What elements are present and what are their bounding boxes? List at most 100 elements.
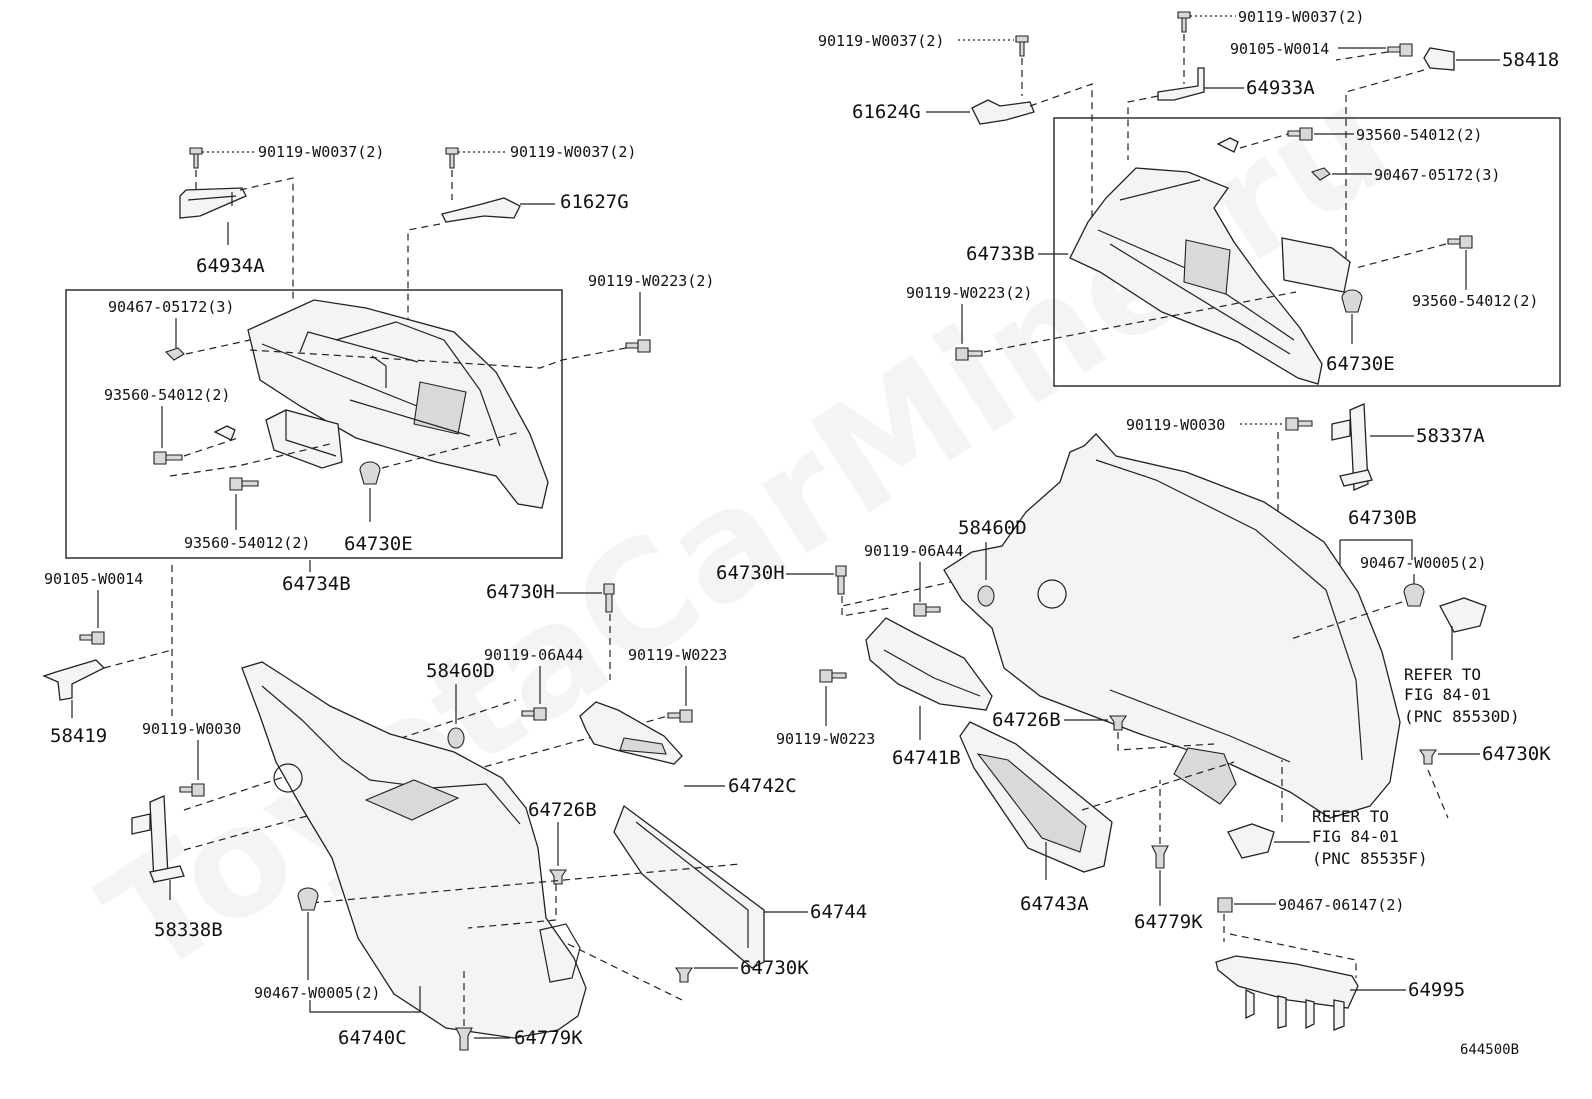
label-part-64740c: 64740C [338, 1027, 407, 1049]
grommet-icon [447, 727, 465, 749]
label-part-58337a: 58337A [1416, 425, 1485, 447]
trim-panel-64733b [1069, 167, 1351, 385]
label-assembly-64733b: 64733B [966, 243, 1035, 265]
label-bolt-w0014: 90105-W0014 [1230, 40, 1329, 58]
label-bolt-box-1-right: 93560-54012(2) [1356, 126, 1482, 144]
label-bolt-w0030-right: 90119-W0030 [1126, 416, 1225, 434]
label-part-64933a: 64933A [1246, 77, 1315, 99]
label-refer2-l2: FIG 84-01 [1312, 827, 1399, 846]
socket-85535f-icon [1227, 823, 1275, 859]
label-part-64995: 64995 [1408, 979, 1465, 1001]
socket-85530d-icon [1439, 597, 1487, 633]
clip-w0005-icon [297, 887, 319, 911]
trim-panel-64734b [247, 299, 549, 509]
label-clip-w0005-right: 90467-W0005(2) [1360, 554, 1486, 572]
label-bolt-outer-right: 90119-W0223(2) [906, 284, 1032, 302]
label-nut-box: 90467-05172(3) [108, 298, 234, 316]
label-clip-box: 64730E [344, 533, 413, 555]
label-part-58460d: 58460D [426, 660, 495, 682]
trim-panel-64740c [241, 661, 587, 1039]
label-nut-box-right: 90467-05172(3) [1374, 166, 1500, 184]
label-part-64742c: 64742C [728, 775, 797, 797]
label-refer2-l1: REFER TO [1312, 807, 1389, 826]
bracket-icon [213, 425, 236, 441]
diagram-code: 644500B [1460, 1042, 1519, 1058]
label-part-58418: 58418 [1502, 49, 1559, 71]
clip-w0005-icon-right [1403, 583, 1425, 607]
bracket-61624g [971, 99, 1035, 125]
clip-64726b-icon [548, 869, 568, 885]
hinge-58338b [131, 795, 185, 883]
label-part-58419: 58419 [50, 725, 107, 747]
bracket-58419 [42, 659, 106, 701]
bracket-58418 [1423, 47, 1455, 71]
label-clip-w0005: 90467-W0005(2) [254, 984, 380, 1002]
label-part-64730k-right: 64730K [1482, 743, 1551, 765]
assembly-box-64734b [65, 289, 563, 559]
label-refer1-l2: FIG 84-01 [1404, 685, 1491, 704]
label-clip-box-right: 64730E [1326, 353, 1395, 375]
bolt-icon [189, 147, 203, 169]
clip-64726b-icon-right [1108, 715, 1128, 731]
label-nut-06147: 90467-06147(2) [1278, 896, 1404, 914]
bolt-icon [179, 783, 205, 797]
label-bolt-outer: 90119-W0223(2) [588, 272, 714, 290]
label-part-64726b: 64726B [528, 799, 597, 821]
clip-64730h-icon [603, 583, 615, 613]
bracket-64934a [179, 187, 247, 219]
nut-icon [1310, 167, 1331, 181]
label-clip-64730h: 64730H [486, 581, 555, 603]
clip-64730k-icon-right [1418, 749, 1438, 765]
label-part-61627g: 61627G [560, 191, 629, 213]
label-bolt-box-2-right: 93560-54012(2) [1412, 292, 1538, 310]
label-part-64730b: 64730B [1348, 507, 1417, 529]
bolt-icon [1177, 11, 1191, 33]
part-64741b [865, 617, 993, 711]
label-bolt-58419: 90105-W0014 [44, 570, 143, 588]
clip-64730e-icon-right [1341, 289, 1363, 313]
label-part-64744: 64744 [810, 901, 867, 923]
bolt-icon [1285, 417, 1313, 431]
label-bolt-w0223: 90119-W0223 [628, 646, 727, 664]
label-bolt-06a44-right: 90119-06A44 [864, 542, 963, 560]
label-part-64743a: 64743A [1020, 893, 1089, 915]
bolt-icon [955, 347, 983, 361]
bracket-icon [1216, 137, 1239, 153]
bolt-icon [913, 603, 941, 617]
label-part-61624g: 61624G [852, 101, 921, 123]
panel-64744 [613, 804, 765, 969]
part-64742c [579, 701, 683, 765]
label-clip-64730h-right: 64730H [716, 562, 785, 584]
right-assembly: 90119-W0037(2) 90119-W0037(2) 90105-W001… [716, 8, 1561, 1031]
label-part-64779k-right: 64779K [1134, 911, 1203, 933]
label-bolt-w0223-right: 90119-W0223 [776, 730, 875, 748]
bolt-icon [1387, 43, 1413, 57]
bolt-icon [521, 707, 547, 721]
label-bolt-top-2: 90119-W0037(2) [818, 32, 944, 50]
label-part-64934a: 64934A [196, 255, 265, 277]
bracket-61627g [441, 197, 521, 223]
grommet-icon [977, 585, 995, 607]
label-bolt-box-1: 93560-54012(2) [104, 386, 230, 404]
label-assembly-64734b: 64734B [282, 573, 351, 595]
nut-icon [164, 347, 185, 361]
label-bolt-w0030: 90119-W0030 [142, 720, 241, 738]
left-assembly: 90119-W0037(2) 64934A 90119-W0037(2) 616… [42, 143, 867, 1051]
bolt-icon [1015, 35, 1029, 57]
label-bolt-top-1: 90119-W0037(2) [1238, 8, 1364, 26]
clip-64730e-icon [359, 461, 381, 485]
bracket-64933a [1157, 67, 1205, 101]
label-part-64779k: 64779K [514, 1027, 583, 1049]
nut-06147-icon [1217, 897, 1233, 913]
label-bolt-06a44: 90119-06A44 [484, 646, 583, 664]
label-bolt-box-2: 93560-54012(2) [184, 534, 310, 552]
label-refer1-l3: (PNC 85530D) [1404, 707, 1520, 726]
tray-64995 [1215, 955, 1359, 1031]
box-bracket [265, 409, 343, 469]
label-part-58460d-right: 58460D [958, 517, 1027, 539]
bolt-icon [1447, 235, 1473, 249]
bolt-icon [153, 451, 183, 465]
label-refer2-l3: (PNC 85535F) [1312, 849, 1428, 868]
clip-64730k-icon [674, 967, 694, 983]
